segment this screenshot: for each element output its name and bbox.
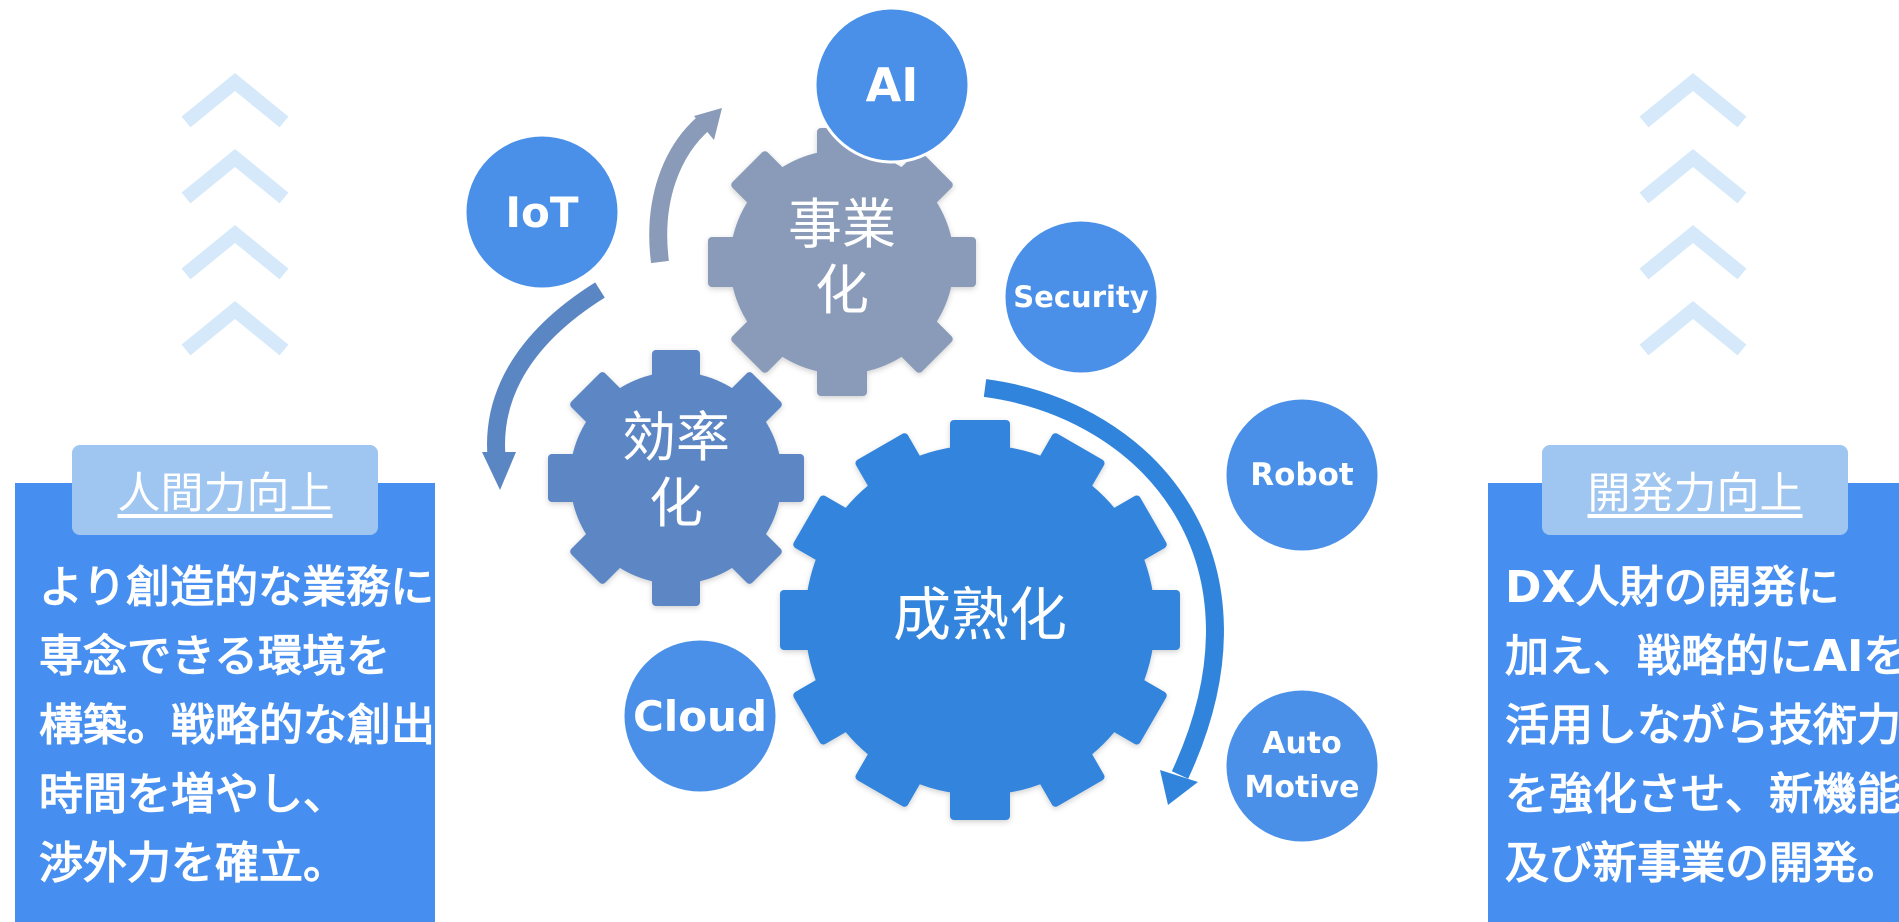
maturity-gear-icon <box>780 420 1180 820</box>
arrow-business-to-efficiency-icon <box>487 282 605 464</box>
business-gear-label-line2: 化 <box>815 259 869 322</box>
human-power-title-tab: 人間力向上 <box>72 445 378 535</box>
business-gear-label-line1: 事業 <box>788 193 896 256</box>
efficiency-gear-icon <box>548 350 804 606</box>
maturity-gear-label: 成熟化 <box>892 581 1067 649</box>
description-line: を強化させ、新機能 <box>1505 769 1899 820</box>
arrow-business-to-maturity-icon <box>983 379 1224 779</box>
human-power-title: 人間力向上 <box>117 469 333 519</box>
ai-bubble <box>813 6 971 164</box>
automotive-label-line1: Auto <box>1262 726 1342 761</box>
cycle-arrows <box>482 108 1224 805</box>
arrow-head-up-icon <box>694 108 722 140</box>
ai-bubble-label: AI <box>865 58 919 112</box>
cloud-bubble <box>621 637 779 795</box>
automotive-bubble <box>1223 687 1381 845</box>
business-gear-icon <box>708 128 976 396</box>
automotive-bubble-label: Auto Motive <box>1232 722 1372 810</box>
arrow-efficiency-to-business-icon <box>649 115 712 264</box>
efficiency-gear-label: 効率 化 <box>606 405 746 537</box>
description-line: より創造的な業務に <box>39 562 435 613</box>
up-chevrons-left-icon <box>180 70 290 390</box>
description-line: 活用しながら技術力 <box>1505 700 1899 751</box>
human-power-panel: より創造的な業務に 専念できる環境を 構築。戦略的な創出 時間を増やし、 渉外力… <box>15 483 435 922</box>
development-power-title: 開発力向上 <box>1587 469 1803 519</box>
description-line: 時間を増やし、 <box>39 769 347 820</box>
human-power-description: より創造的な業務に 専念できる環境を 構築。戦略的な創出 時間を増やし、 渉外力… <box>39 553 435 898</box>
description-line: 及び新事業の開発。 <box>1505 838 1899 889</box>
development-power-panel: DX人財の開発に 加え、戦略的にAIを 活用しながら技術力 を強化させ、新機能 … <box>1488 483 1899 922</box>
development-power-title-tab: 開発力向上 <box>1542 445 1848 535</box>
description-line: 加え、戦略的にAIを <box>1505 631 1899 682</box>
arrow-head-down-icon <box>1160 770 1198 805</box>
robot-bubble <box>1223 396 1381 554</box>
security-bubble <box>1002 218 1160 376</box>
cloud-bubble-label: Cloud <box>632 692 768 741</box>
description-line: 渉外力を確立。 <box>39 838 347 889</box>
description-line: DX人財の開発に <box>1505 562 1840 613</box>
iot-bubble <box>463 133 621 291</box>
description-line: 構築。戦略的な創出 <box>39 700 435 751</box>
arrow-head-down-left-icon <box>482 452 516 490</box>
iot-bubble-label: IoT <box>505 188 579 237</box>
up-chevrons-right-icon <box>1638 70 1748 390</box>
automotive-label-line2: Motive <box>1244 770 1360 805</box>
efficiency-gear-label-line1: 効率 <box>622 406 730 469</box>
robot-bubble-label: Robot <box>1250 457 1354 493</box>
description-line: 専念できる環境を <box>39 631 391 682</box>
business-gear-label: 事業 化 <box>772 192 912 324</box>
technology-bubbles <box>463 6 1381 845</box>
security-bubble-label: Security <box>1013 280 1149 314</box>
efficiency-gear-label-line2: 化 <box>649 472 703 535</box>
development-power-description: DX人財の開発に 加え、戦略的にAIを 活用しながら技術力 を強化させ、新機能 … <box>1505 553 1899 898</box>
